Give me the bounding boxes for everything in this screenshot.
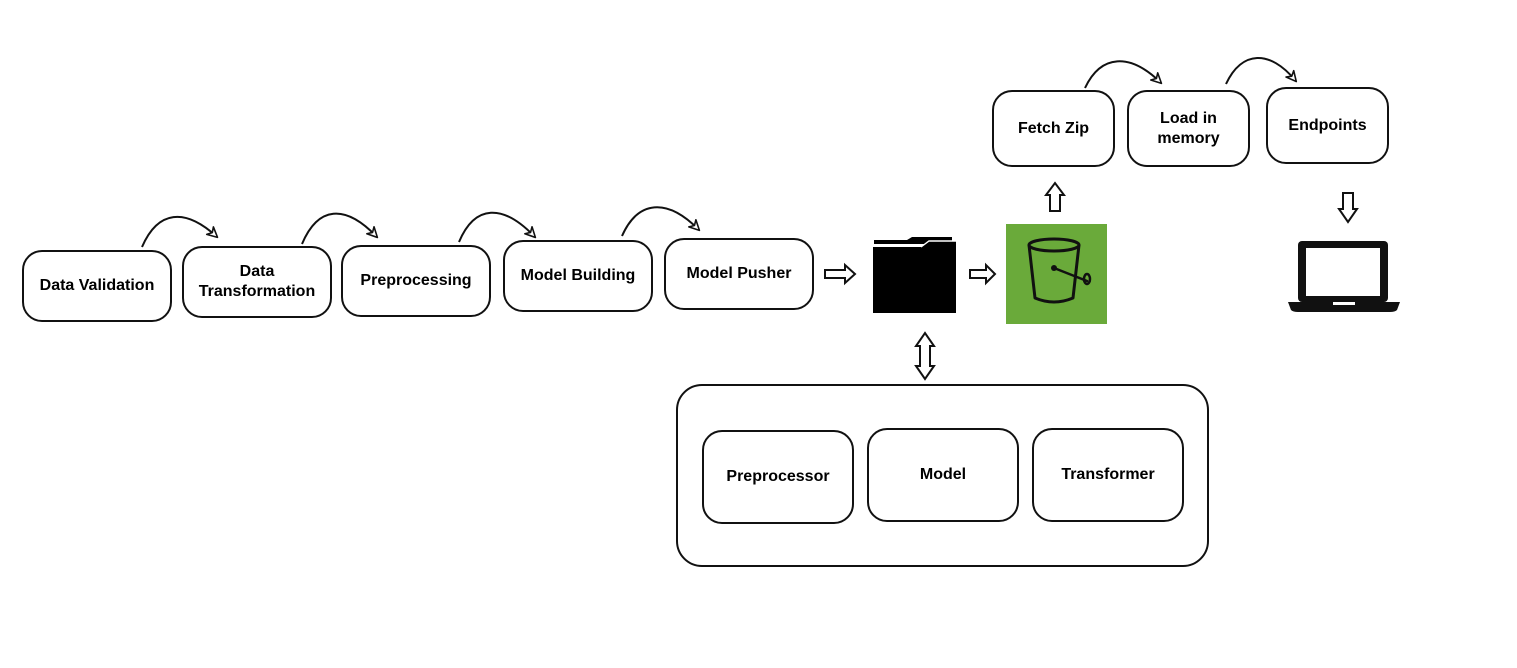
artifact-label: Model: [919, 466, 967, 483]
pipeline-step-data-validation: Data Validation: [22, 250, 172, 322]
pipeline-step-label: Model Pusher: [686, 265, 792, 282]
serving-step-label: Load in memory: [1157, 109, 1220, 147]
pipeline-step-label: Data Transformation: [198, 263, 316, 300]
serving-step-load-in-memory: Load in memory: [1127, 90, 1250, 167]
serving-step-label: Endpoints: [1288, 116, 1367, 134]
folder-icon: [873, 237, 956, 313]
block-arrow-right: [824, 262, 857, 286]
pipeline-step-label: Data Validation: [39, 277, 155, 294]
s3-bucket-icon: [1006, 224, 1107, 324]
curved-arrow: [1084, 60, 1163, 89]
pipeline-step-model-pusher: Model Pusher: [664, 238, 814, 310]
artifact-model: Model: [867, 428, 1019, 522]
pipeline-step-preprocessing: Preprocessing: [341, 245, 491, 317]
artifact-label: Transformer: [1061, 466, 1155, 483]
curved-arrow: [141, 215, 219, 248]
laptop-icon: [1288, 241, 1400, 312]
artifact-transformer: Transformer: [1032, 428, 1184, 522]
curved-arrow: [301, 212, 379, 245]
curved-arrow: [621, 206, 701, 237]
curved-arrow: [458, 211, 537, 243]
block-arrow-down: [1337, 192, 1359, 224]
pipeline-step-model-building: Model Building: [503, 240, 653, 312]
artifact-label: Preprocessor: [726, 468, 830, 485]
pipeline-step-label: Model Building: [520, 267, 636, 284]
pipeline-step-data-transformation: Data Transformation: [182, 246, 332, 318]
pipeline-step-label: Preprocessing: [360, 272, 472, 289]
serving-step-label: Fetch Zip: [1017, 119, 1090, 137]
block-arrow-right: [969, 262, 997, 286]
block-arrow-up: [1044, 181, 1066, 212]
block-arrow-up-down: [914, 331, 936, 381]
curved-arrow: [1225, 57, 1298, 85]
artifact-preprocessor: Preprocessor: [702, 430, 854, 524]
serving-step-fetch-zip: Fetch Zip: [992, 90, 1115, 167]
serving-step-endpoints: Endpoints: [1266, 87, 1389, 164]
